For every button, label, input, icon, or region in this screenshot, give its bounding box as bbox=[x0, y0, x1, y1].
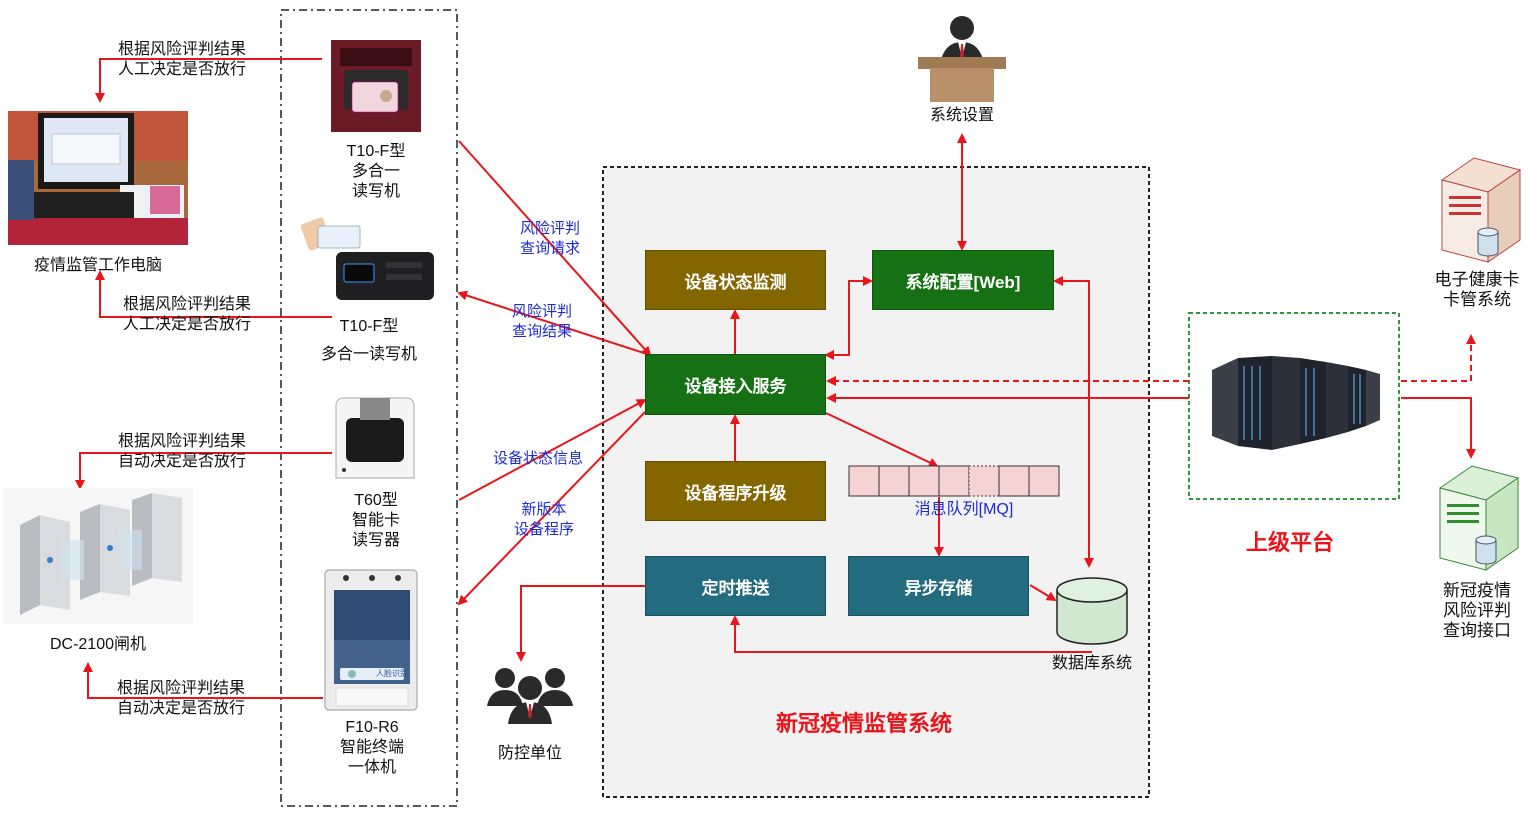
risk-res-line2: 查询结果 bbox=[511, 323, 572, 340]
settings-person-icon bbox=[918, 16, 1006, 102]
note-4-line2: 自动决定是否放行 bbox=[117, 700, 246, 717]
prevention-unit-icon bbox=[487, 668, 573, 724]
t60-reader-photo bbox=[335, 397, 415, 479]
arrow-n1 bbox=[95, 58, 322, 103]
device-status-monitor-box: 设备状态监测 bbox=[645, 250, 826, 310]
t10-reader-photo-b bbox=[300, 217, 434, 300]
arrow-config-db bbox=[1053, 276, 1094, 568]
system-config-box: 系统配置[Web] bbox=[872, 250, 1054, 310]
arrow-risk-req bbox=[458, 140, 652, 357]
risk-interface-label: 新冠疫情 风险评判 查询接口 bbox=[1427, 581, 1527, 641]
system-settings-label: 系统设置 bbox=[929, 107, 994, 124]
health-card-line1: 电子健康卡 bbox=[1434, 270, 1520, 289]
mq-queue bbox=[848, 465, 1060, 497]
risk-if-line3: 查询接口 bbox=[1443, 621, 1511, 640]
f10-line2: 智能终端 bbox=[339, 739, 404, 756]
device-firmware-upgrade-box: 设备程序升级 bbox=[645, 461, 826, 521]
arrow-n4 bbox=[83, 662, 323, 699]
device-access-service-box: 设备接入服务 bbox=[645, 354, 826, 415]
arrow-firmware bbox=[457, 411, 646, 606]
note-1: 根据风险评判结果 人工决定是否放行 bbox=[118, 40, 246, 80]
risk-res-line1: 风险评判 bbox=[511, 303, 572, 320]
upper-platform-label: 上级平台 bbox=[1246, 530, 1335, 555]
t60-line3: 读写器 bbox=[351, 532, 400, 549]
note-4-line1: 根据风险评判结果 bbox=[117, 680, 246, 697]
t10-reader-photo-a bbox=[331, 40, 421, 132]
system-title: 新冠疫情监管系统 bbox=[776, 711, 953, 736]
t60-line2: 智能卡 bbox=[351, 512, 400, 529]
server-rack-icon bbox=[1212, 356, 1380, 450]
health-card-system-label: 电子健康卡 卡管系统 bbox=[1424, 270, 1530, 310]
t60-line1: T60型 bbox=[354, 492, 398, 509]
risk-req-line2: 查询请求 bbox=[519, 240, 580, 257]
t10-reader-b-label: T10-F型 多合一读写机 bbox=[308, 317, 430, 365]
arrow-db-push bbox=[730, 615, 1092, 653]
risk-if-line1: 新冠疫情 bbox=[1443, 581, 1511, 600]
risk-req-line1: 风险评判 bbox=[519, 220, 580, 237]
gate-photo bbox=[3, 488, 193, 624]
arrow-push-unit bbox=[516, 585, 645, 662]
label-new-firmware: 新版本 设备程序 bbox=[502, 500, 586, 540]
note-1-line2: 人工决定是否放行 bbox=[118, 61, 247, 78]
arrow-n3 bbox=[75, 452, 332, 490]
note-4: 根据风险评判结果 自动决定是否放行 bbox=[117, 679, 245, 719]
note-2-line1: 根据风险评判结果 bbox=[123, 296, 252, 313]
note-2: 根据风险评判结果 人工决定是否放行 bbox=[123, 295, 251, 335]
arrow-platform-risk bbox=[1401, 397, 1476, 459]
label-risk-query-result: 风险评判 查询结果 bbox=[500, 302, 584, 342]
message-queue-label: 消息队列[MQ] bbox=[914, 501, 1014, 518]
risk-if-line2: 风险评判 bbox=[1443, 601, 1511, 620]
note-1-line1: 根据风险评判结果 bbox=[118, 41, 247, 58]
label-risk-query-request: 风险评判 查询请求 bbox=[508, 219, 592, 259]
workstation-label: 疫情监管工作电脑 bbox=[33, 257, 162, 274]
arrow-access-config bbox=[824, 276, 873, 360]
arrow-access-mq bbox=[825, 412, 939, 468]
note-3-line1: 根据风险评判结果 bbox=[118, 433, 247, 450]
f10-screen-text: 人脸识别 bbox=[376, 669, 408, 678]
f10-line1: F10-R6 bbox=[345, 719, 399, 736]
scheduled-push-box: 定时推送 bbox=[645, 556, 826, 616]
arrow-risk-res bbox=[457, 290, 651, 356]
note-2-line2: 人工决定是否放行 bbox=[123, 316, 252, 333]
arrow-status bbox=[458, 399, 647, 501]
t10-a-line3: 读写机 bbox=[351, 183, 400, 200]
f10-terminal-label: F10-R6 智能终端 一体机 bbox=[320, 718, 424, 778]
risk-interface-server-icon bbox=[1438, 465, 1520, 571]
t10-reader-a-label: T10-F型 多合一 读写机 bbox=[326, 142, 426, 202]
t60-reader-label: T60型 智能卡 读写器 bbox=[326, 491, 426, 551]
firmware-line2: 设备程序 bbox=[513, 521, 574, 538]
arrow-async-db bbox=[1029, 584, 1057, 602]
note-3: 根据风险评判结果 自动决定是否放行 bbox=[118, 432, 246, 472]
health-card-line2: 卡管系统 bbox=[1443, 290, 1511, 309]
arrow-n2 bbox=[95, 270, 332, 318]
t10-a-line2: 多合一 bbox=[351, 163, 400, 180]
arrow-platform-healthcard bbox=[1401, 334, 1476, 382]
async-storage-box: 异步存储 bbox=[848, 556, 1029, 616]
label-device-status: 设备状态信息 bbox=[492, 450, 583, 467]
f10-terminal-photo bbox=[324, 569, 418, 711]
note-3-line2: 自动决定是否放行 bbox=[118, 453, 247, 470]
t10-b-line1: T10-F型 bbox=[339, 318, 399, 335]
t10-a-line1: T10-F型 bbox=[346, 143, 406, 160]
database-icon bbox=[1056, 577, 1128, 645]
t10-b-line2: 多合一读写机 bbox=[320, 346, 417, 363]
workstation-photo bbox=[8, 111, 188, 245]
gate-label: DC-2100闸机 bbox=[49, 636, 147, 653]
f10-line3: 一体机 bbox=[347, 759, 396, 776]
firmware-line1: 新版本 bbox=[521, 501, 567, 518]
database-label: 数据库系统 bbox=[1051, 655, 1132, 672]
health-card-server-icon bbox=[1440, 157, 1522, 263]
prevention-unit-label: 防控单位 bbox=[497, 745, 562, 762]
